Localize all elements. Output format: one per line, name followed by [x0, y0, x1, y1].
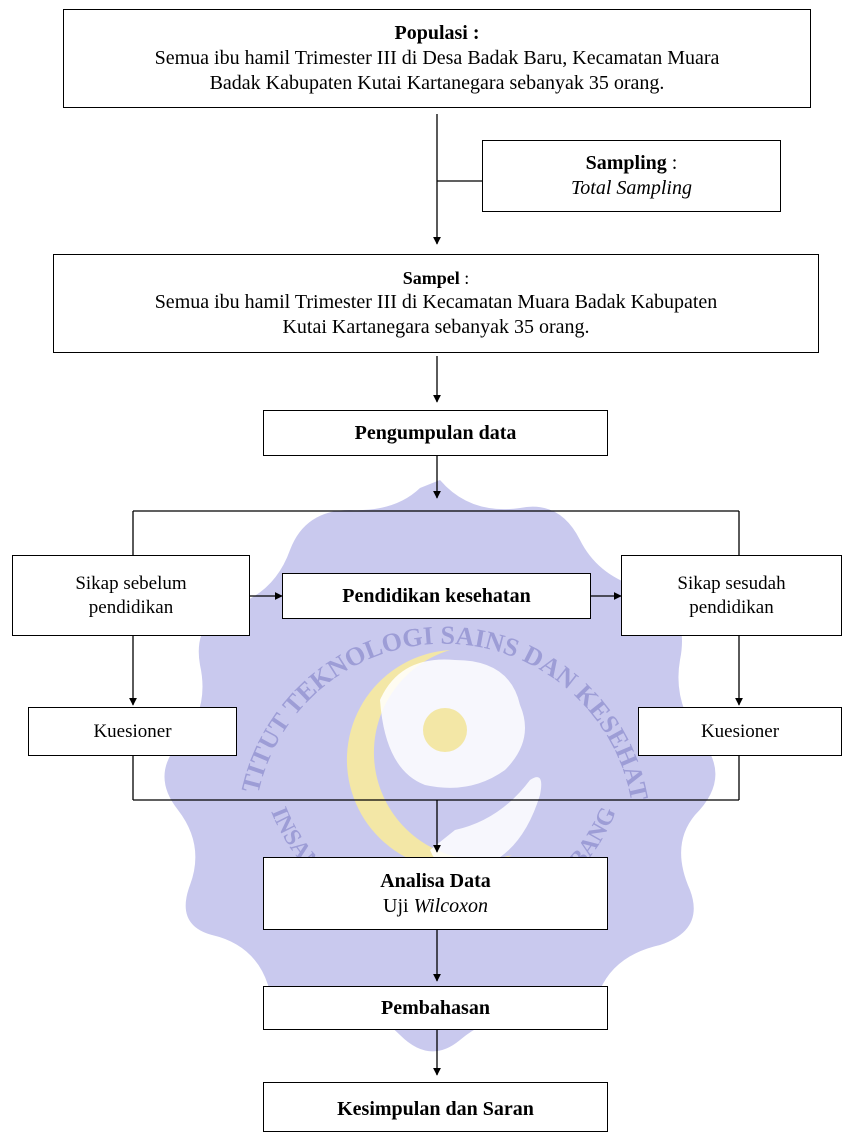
sampling-title: Sampling [585, 152, 667, 174]
logo-crescent-moon [346, 650, 512, 870]
sikap-sesudah-line1: Sikap sesudah [677, 572, 786, 594]
populasi-line2: Badak Kabupaten Kutai Kartanegara sebany… [209, 72, 665, 94]
pembahasan-box: Pembahasan [263, 986, 608, 1030]
kuesioner-right-box: Kuesioner [638, 707, 842, 756]
analisa-data-title: Analisa Data [380, 869, 491, 892]
sampel-title: Sampel [402, 268, 460, 289]
kesimpulan-saran-box: Kesimpulan dan Saran [263, 1082, 608, 1132]
sampling-title-row: Sampling : [586, 151, 678, 176]
populasi-title: Populasi : [394, 22, 480, 44]
pembahasan-label: Pembahasan [381, 996, 490, 1019]
pendidikan-kesehatan-label: Pendidikan kesehatan [342, 584, 531, 607]
sampel-line2: Kutai Kartanegara sebanyak 35 orang. [282, 315, 590, 338]
sampel-box: Sampel : Semua ibu hamil Trimester III d… [53, 254, 819, 353]
sikap-sebelum-line2: pendidikan [88, 596, 174, 618]
analisa-data-test-row: Uji Wilcoxon [383, 894, 488, 919]
kuesioner-right-label: Kuesioner [700, 720, 780, 742]
analisa-test-name: Wilcoxon [413, 894, 488, 917]
sikap-sesudah-box: Sikap sesudah pendidikan [621, 555, 842, 636]
sampel-colon: : [459, 268, 470, 289]
pengumpulan-data-label: Pengumpulan data [354, 421, 517, 444]
sikap-sebelum-box: Sikap sebelum pendidikan [12, 555, 250, 636]
analisa-test-prefix: Uji [383, 894, 414, 917]
kuesioner-left-box: Kuesioner [28, 707, 237, 756]
logo-center-emblem [423, 708, 467, 752]
sampling-box: Sampling : Total Sampling [482, 140, 781, 212]
sampel-title-row: Sampel : [403, 267, 470, 290]
populasi-box: Populasi : Semua ibu hamil Trimester III… [63, 9, 811, 108]
sikap-sebelum-line1: Sikap sebelum [75, 572, 187, 594]
sampling-colon: : [666, 152, 678, 174]
pengumpulan-data-box: Pengumpulan data [263, 410, 608, 456]
sampling-method: Total Sampling [571, 177, 692, 199]
kesimpulan-saran-label: Kesimpulan dan Saran [337, 1098, 534, 1120]
pendidikan-kesehatan-box: Pendidikan kesehatan [282, 573, 591, 619]
sikap-sesudah-line2: pendidikan [689, 596, 774, 618]
kuesioner-left-label: Kuesioner [93, 720, 172, 742]
sampel-line1: Semua ibu hamil Trimester III di Kecamat… [154, 290, 718, 313]
populasi-line1: Semua ibu hamil Trimester III di Desa Ba… [154, 47, 720, 69]
analisa-data-box: Analisa Data Uji Wilcoxon [263, 857, 608, 930]
